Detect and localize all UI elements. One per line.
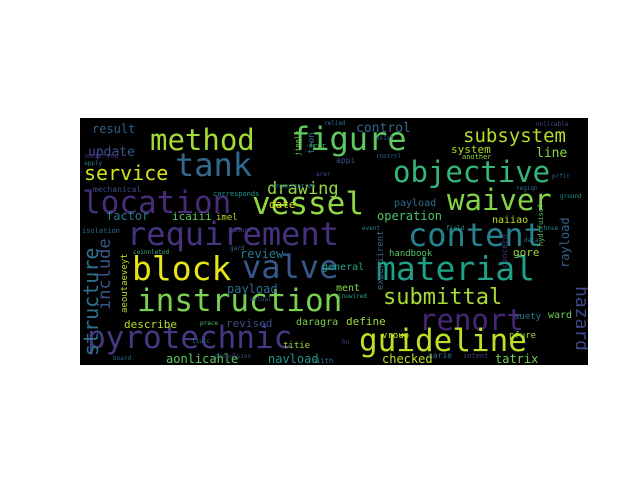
word-nature: nature — [230, 227, 252, 234]
word-payload-1: payload — [394, 198, 436, 209]
word-coinnletod: coinnletod — [133, 249, 170, 256]
word-modified: modified — [85, 152, 119, 160]
word-result: result — [92, 122, 135, 136]
word-apply: apply — [84, 160, 102, 167]
word-content: content — [408, 216, 543, 254]
word-rnntrnl: rnntrnl — [376, 153, 402, 160]
word-requirement: requirement — [127, 215, 339, 253]
word-control: control — [356, 121, 411, 136]
word-waiver: waiver — [447, 183, 552, 217]
word-general: general — [322, 262, 364, 273]
word-hn: hn — [342, 339, 350, 346]
word-structure: structure — [80, 248, 103, 356]
word-organization: organization — [272, 183, 316, 190]
word-aonlicahle: aonlicahle — [166, 352, 238, 365]
word-tiutc: tiutc — [192, 338, 210, 345]
word-pfure: pfure — [509, 331, 536, 341]
word-define: define — [346, 315, 386, 328]
word-revised: revised — [226, 317, 272, 330]
word-tank: tank — [175, 146, 252, 184]
word-corresponds: corresponds — [213, 190, 259, 198]
word-ground: ground — [560, 193, 582, 200]
word-line: line — [536, 146, 567, 161]
word-concern: concern — [500, 234, 509, 268]
word-ward: ward — [548, 310, 572, 321]
word-chnse: chnse — [540, 225, 558, 232]
word-appi: appi — [336, 156, 355, 165]
word-navload: navload — [268, 352, 319, 365]
word-field: field — [446, 225, 464, 232]
word-renort: renort — [419, 303, 524, 337]
word-propulsion: propulsion — [215, 353, 252, 360]
word-tatrix: tatrix — [495, 352, 538, 365]
word-imel: imel — [216, 213, 238, 223]
word-checked: checked — [382, 352, 433, 365]
word-relied: relied — [324, 120, 346, 127]
word-guideline: guideline — [359, 323, 527, 359]
word-system: system — [451, 143, 491, 156]
word-daragra: daragra — [296, 317, 338, 328]
word-hazard: hazard — [571, 286, 588, 351]
word-date: date — [269, 198, 296, 211]
word-vroup: vroup — [382, 331, 409, 341]
word-describe: describe — [124, 318, 177, 331]
word-data: data — [524, 237, 539, 244]
word-icaiii: icaiii — [172, 210, 212, 223]
word-service: service — [84, 161, 168, 185]
word-hydrfuiscf: hydrfuiscf — [537, 204, 545, 246]
word-rayload: rayload — [558, 217, 572, 268]
word-material: material — [376, 249, 535, 288]
word-arer: arer — [316, 171, 331, 178]
word-prace: prace — [200, 320, 218, 327]
word-fror: fror — [309, 142, 326, 150]
word-review: review — [240, 247, 284, 261]
word-regiqn: regiqn — [516, 185, 538, 192]
word-operation: operation — [377, 209, 442, 223]
word-cloud: method figure subsystem tank objective s… — [80, 118, 588, 365]
word-update: update — [88, 145, 135, 160]
word-jingle: jingle — [294, 131, 302, 156]
word-exist: exist — [376, 135, 394, 142]
word-vessel: vessel — [252, 186, 364, 222]
word-handbook: handbook — [389, 249, 433, 259]
word-naiiao: naiiao — [492, 215, 528, 226]
word-titie: titie — [283, 341, 310, 351]
word-drawing: drawing — [267, 179, 339, 199]
word-valve: valve — [242, 248, 338, 286]
word-subsystem: subsystem — [463, 125, 566, 147]
word-mechanical: mechanical — [93, 185, 141, 194]
word-isolation: isolation — [82, 227, 120, 235]
word-narie: narie — [428, 351, 452, 360]
word-event: event — [362, 225, 380, 232]
word-ment: ment — [336, 283, 360, 294]
word-another: another — [462, 153, 492, 161]
word-intent: intent — [463, 352, 488, 360]
word-gore: gore — [513, 246, 540, 259]
word-location: location — [82, 185, 231, 221]
word-block: block — [132, 249, 231, 288]
word-method: method — [150, 123, 255, 157]
word-gard: gard — [230, 245, 245, 252]
word-nnlicable: nnlicable — [536, 121, 569, 128]
word-payload-2: payload — [227, 282, 278, 296]
word-tion: tion — [307, 132, 317, 154]
word-inuwired: inuwired — [338, 293, 367, 300]
word-prfic: prfic — [552, 173, 570, 180]
word-include: include — [95, 238, 115, 310]
word-aeoutaeveyt: aeoutaeveyt — [120, 253, 130, 313]
word-hiith: hiith — [312, 357, 333, 365]
word-pyrotechnic: pyrotechnic — [87, 320, 292, 356]
word-factor: factor — [106, 209, 149, 223]
word-submittal: submittal — [383, 285, 502, 310]
word-actual: actual — [250, 296, 272, 303]
word-suety: suety — [514, 312, 542, 322]
word-instruction: instruction — [137, 283, 342, 319]
word-objective: objective — [393, 155, 550, 189]
word-figure: figure — [291, 120, 407, 158]
word-board: board — [113, 355, 131, 362]
word-experiirent: experiirent — [376, 230, 386, 290]
